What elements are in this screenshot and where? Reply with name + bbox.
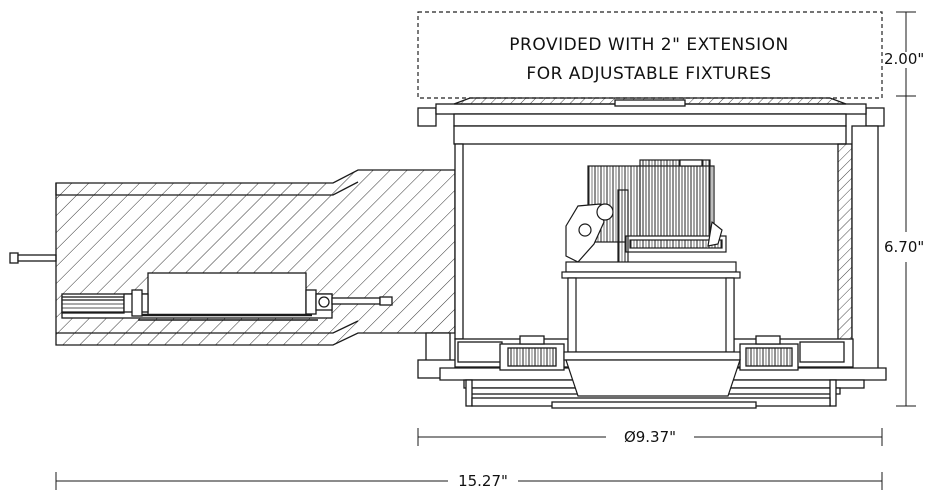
dimension-overall-length: [55, 472, 883, 490]
overall-length-label: 15.27": [458, 472, 508, 490]
junction-box: [9, 169, 456, 346]
diameter-label: Ø9.37": [624, 428, 676, 446]
housing-height-label: 6.70": [884, 238, 924, 256]
dimension-diameter: [417, 428, 883, 446]
extension-note-line1: PROVIDED WITH 2" EXTENSION: [509, 35, 788, 55]
dimension-vertical: [896, 11, 916, 407]
extension-height-label: 2.00": [884, 50, 924, 68]
light-engine: [561, 159, 741, 397]
extension-note-line2: FOR ADJUSTABLE FIXTURES: [526, 64, 771, 84]
extension-outline: [417, 11, 883, 99]
